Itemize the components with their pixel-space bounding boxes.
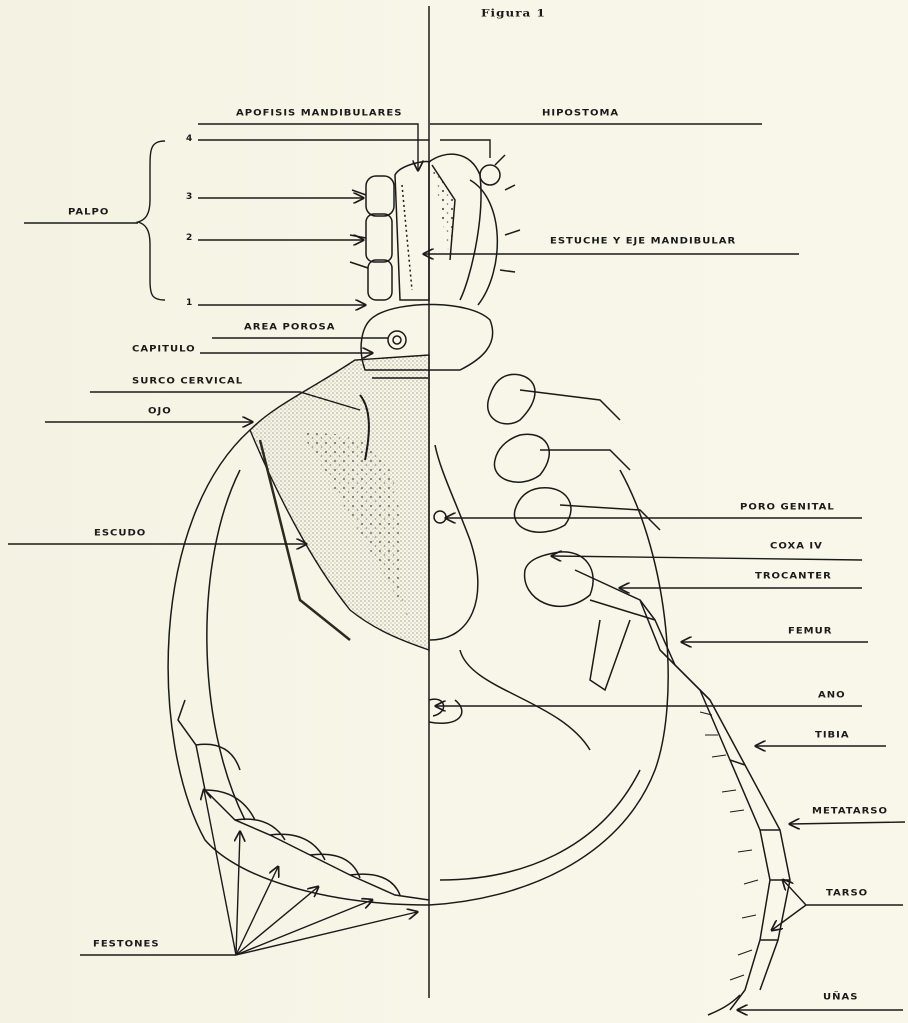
palp-segment-1: 1 bbox=[186, 298, 192, 308]
label-estuche: ESTUCHE Y EJE MANDIBULAR bbox=[550, 237, 736, 246]
genital-pore bbox=[434, 511, 446, 523]
figure-title: Figura 1 bbox=[481, 7, 546, 19]
label-capitulo: CAPITULO bbox=[132, 345, 196, 354]
label-hipostoma: HIPOSTOMA bbox=[542, 109, 619, 118]
label-escudo: ESCUDO bbox=[94, 529, 146, 538]
palp-segment-3: 3 bbox=[186, 192, 192, 202]
label-festones: FESTONES bbox=[93, 940, 160, 949]
label-metatarso: METATARSO bbox=[812, 807, 888, 816]
label-area-porosa: AREA POROSA bbox=[244, 323, 335, 332]
label-ojo: OJO bbox=[148, 407, 172, 416]
palp-segment-4: 4 bbox=[186, 134, 192, 144]
label-palpo: PALPO bbox=[68, 208, 109, 217]
leg-iv bbox=[575, 570, 770, 1010]
palp-brace bbox=[138, 141, 165, 300]
body-outline-right bbox=[429, 470, 668, 905]
label-tibia: TIBIA bbox=[815, 731, 850, 740]
label-tarso: TARSO bbox=[826, 889, 868, 898]
label-poro-genital: PORO GENITAL bbox=[740, 503, 835, 512]
label-coxa-iv: COXA IV bbox=[770, 542, 823, 551]
anus bbox=[429, 699, 444, 716]
label-surco-cervical: SURCO CERVICAL bbox=[132, 377, 243, 386]
label-unas: UÑAS bbox=[823, 993, 858, 1002]
palp-segment-2: 2 bbox=[186, 233, 192, 243]
label-ano: ANO bbox=[818, 691, 846, 700]
label-femur: FEMUR bbox=[788, 627, 832, 636]
label-trocanter: TROCANTER bbox=[755, 572, 832, 581]
porose-area bbox=[388, 331, 406, 349]
label-apofisis: APOFISIS MANDIBULARES bbox=[236, 109, 402, 118]
